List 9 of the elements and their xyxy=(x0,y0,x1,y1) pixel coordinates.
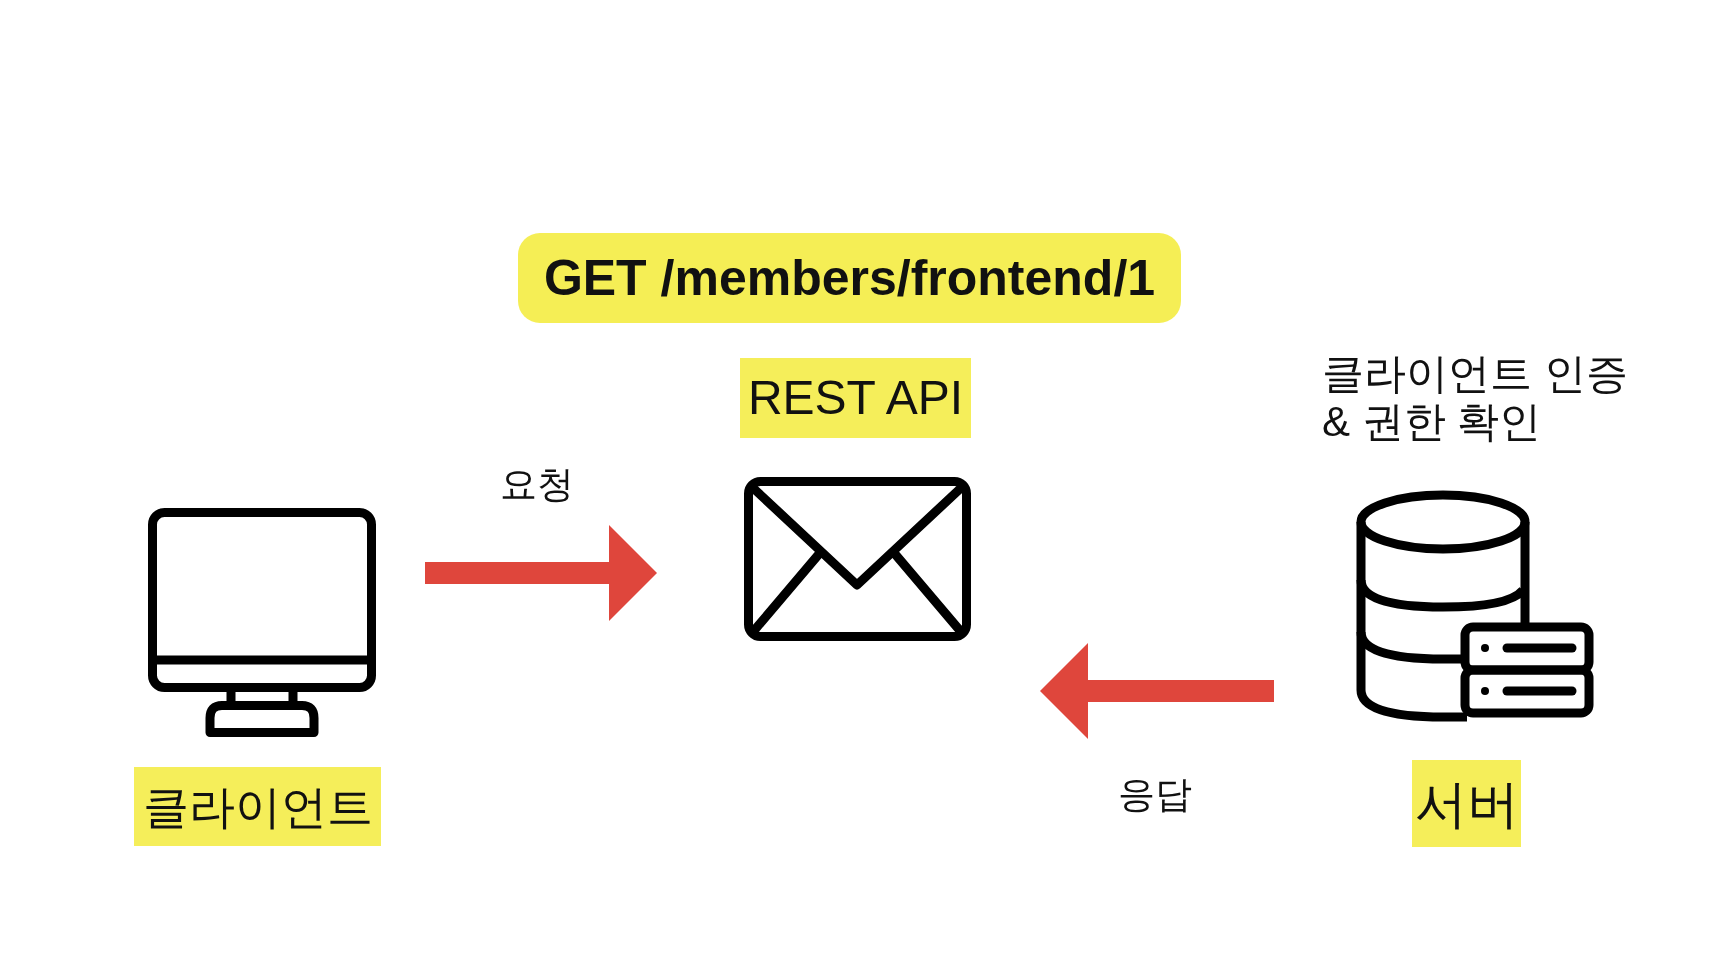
arrow xyxy=(425,525,657,621)
edge-label: 요청 xyxy=(500,465,574,505)
server-label: 서버 xyxy=(1412,760,1521,847)
arrow xyxy=(1040,643,1274,739)
note-text: 클라이언트 인증 & 권한 확인 xyxy=(1322,350,1629,446)
request-box: GET /members/frontend/1 xyxy=(518,233,1181,323)
api-label: REST API xyxy=(740,358,971,438)
edge-label: 응답 xyxy=(1118,775,1192,815)
client-label: 클라이언트 xyxy=(134,767,381,846)
